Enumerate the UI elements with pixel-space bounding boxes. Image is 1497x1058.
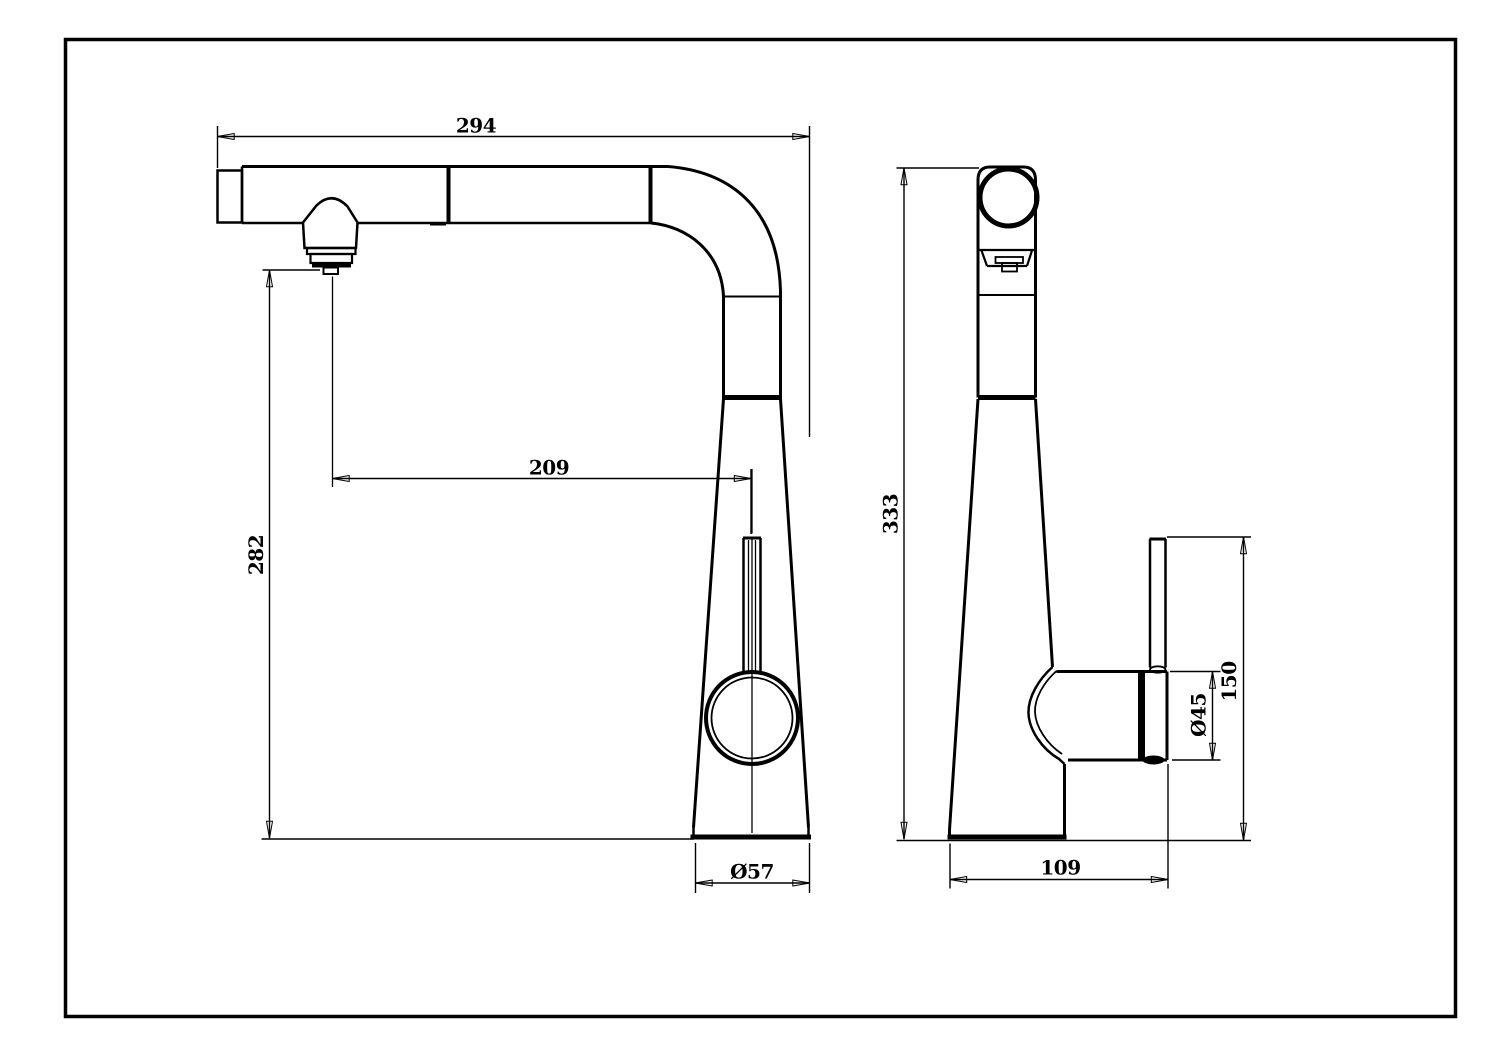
dim-spout-reach: 209 — [333, 456, 752, 534]
hub-pivot-lens — [1142, 755, 1165, 765]
spout-end-cap — [216, 169, 244, 224]
body-scurve-inner — [1034, 670, 1063, 755]
body-taper-edges — [692, 398, 810, 828]
spray-head-side-outline — [980, 250, 1034, 268]
neck-edges — [976, 250, 1037, 398]
sheet-border — [63, 37, 1458, 1019]
aerator-ring-2 — [309, 252, 354, 265]
body-front-edge — [1034, 398, 1054, 668]
dim-overall-height-label: 333 — [879, 494, 903, 534]
extension-lines — [896, 167, 1251, 842]
aerator-dark-band — [312, 263, 351, 268]
dim-spout-length: 294 — [216, 114, 811, 437]
spout-end-circle — [977, 166, 1040, 229]
dim-base-depth-label: 109 — [1040, 856, 1080, 880]
dim-hub-diameter: Ø45 — [1170, 670, 1221, 761]
side-view — [947, 165, 1169, 840]
dim-overall-height: 333 — [879, 167, 1251, 842]
front-view — [216, 165, 811, 840]
body-base-walls — [692, 827, 810, 836]
body-back-edge — [948, 398, 980, 836]
spray-clip-lower — [1001, 262, 1018, 273]
extension-lines — [261, 269, 694, 840]
aerator-tip — [322, 266, 339, 275]
body-scurve-outer — [1027, 666, 1066, 765]
lever-rod-inner-lines — [747, 540, 757, 672]
dim-outlet-height: 282 — [244, 269, 694, 840]
dim-spout-reach-label: 209 — [529, 456, 569, 480]
elbow-inner-curve — [650, 221, 725, 297]
lever-rod-side — [1148, 539, 1167, 668]
handle-hub-housing — [1056, 670, 1169, 762]
dim-base-diameter: Ø57 — [694, 843, 811, 893]
dim-handle-height: 150 — [1167, 536, 1251, 840]
dim-base-depth: 109 — [949, 764, 1169, 889]
dim-spout-length-label: 294 — [456, 114, 497, 138]
dimensions: 294 209 282 Ø57 333 — [216, 114, 1251, 893]
dim-outlet-height-label: 282 — [244, 535, 268, 575]
elbow-outer-curve — [667, 165, 782, 292]
dim-base-diameter-label: Ø57 — [730, 860, 774, 884]
dim-handle-height-label: 150 — [1217, 661, 1241, 701]
spray-head-outline — [301, 197, 359, 250]
dim-hub-diameter-label: Ø45 — [1187, 693, 1211, 737]
lever-rod-base-joint — [1149, 665, 1167, 674]
lever-rod-edges — [742, 538, 762, 673]
